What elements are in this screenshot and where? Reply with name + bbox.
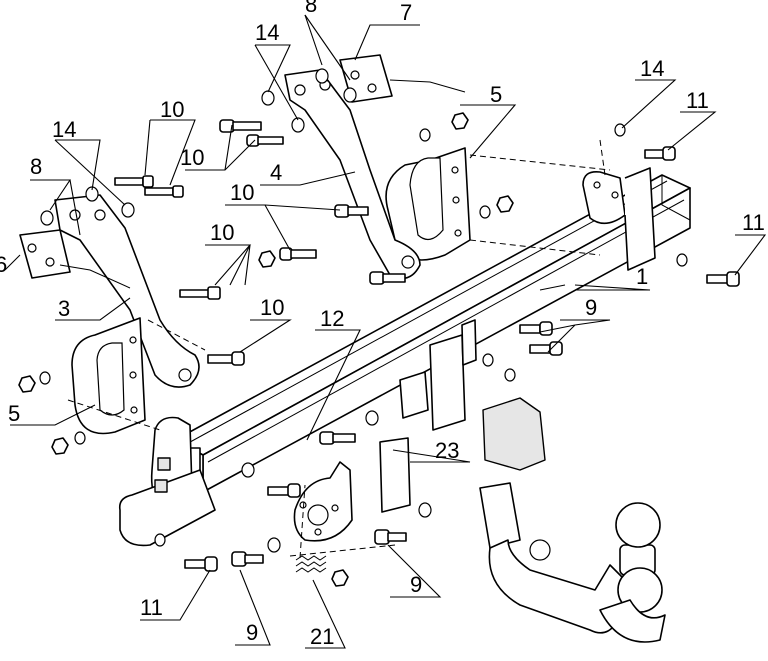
bolt <box>319 431 356 445</box>
nut <box>51 437 69 455</box>
spring <box>295 555 327 573</box>
callout-label-23: 23 <box>435 438 459 463</box>
bolt <box>279 247 317 261</box>
bolt <box>184 556 218 572</box>
bolt <box>207 351 245 366</box>
washer <box>614 123 626 137</box>
washer <box>261 90 275 106</box>
bolt <box>246 134 284 147</box>
washer <box>504 368 516 382</box>
callout-label-11-bottom: 11 <box>140 595 163 620</box>
bolt <box>334 204 369 218</box>
bolt <box>114 175 154 188</box>
callout-label-11-top: 11 <box>686 88 709 113</box>
callout-label-7: 7 <box>400 0 412 25</box>
callout-label-8-top: 8 <box>305 0 317 17</box>
bracket-7 <box>339 54 466 103</box>
bolt <box>529 341 563 356</box>
washer <box>343 87 357 103</box>
callout-label-3: 3 <box>58 296 70 321</box>
nut <box>331 569 349 587</box>
callout-label-10-a: 10 <box>160 97 184 122</box>
callout-label-10-e: 10 <box>260 295 284 320</box>
lower-fixing-plates <box>399 319 477 431</box>
end-bracket-right <box>582 167 656 271</box>
washer <box>40 210 54 226</box>
washer <box>676 253 688 267</box>
callout-label-14-top: 14 <box>255 20 279 45</box>
nut <box>258 250 276 268</box>
end-plate-left <box>118 416 216 547</box>
nut <box>18 375 36 393</box>
callout-label-14-right: 14 <box>640 56 664 81</box>
bolt <box>179 286 221 300</box>
callout-label-6: 6 <box>0 252 7 277</box>
bolt <box>519 321 553 336</box>
bolt <box>374 529 407 545</box>
callout-label-9-left: 9 <box>246 620 258 645</box>
washer <box>74 431 86 445</box>
bolt <box>644 146 676 161</box>
mounting-plate-right <box>385 147 471 261</box>
callout-label-5-lower: 5 <box>8 401 20 426</box>
washer <box>315 68 329 84</box>
nut <box>496 195 514 213</box>
towball-neck <box>479 397 666 643</box>
bolt <box>267 483 301 498</box>
callout-label-1: 1 <box>636 264 648 289</box>
washer <box>121 202 135 218</box>
callout-label-10-b: 10 <box>180 145 204 170</box>
side-arm-center <box>284 69 421 280</box>
nut <box>451 112 469 130</box>
callout-label-4: 4 <box>270 160 282 185</box>
washer <box>479 205 491 219</box>
fasteners <box>18 68 740 587</box>
bolt <box>144 185 184 198</box>
bolt <box>219 119 262 133</box>
callout-label-9-right: 9 <box>585 295 597 320</box>
bracket-6 <box>19 229 131 289</box>
bolt <box>231 551 264 567</box>
callout-label-8-left: 8 <box>30 154 42 179</box>
callout-labels: 1 3 4 5 5 6 7 8 8 9 9 9 10 10 10 10 10 1… <box>0 0 765 649</box>
callout-label-14-left: 14 <box>52 117 76 142</box>
washer <box>482 353 494 367</box>
leader-lines <box>4 14 767 649</box>
washer <box>365 410 379 426</box>
socket-bracket <box>293 437 411 542</box>
callout-label-5-upper: 5 <box>490 82 502 107</box>
callout-label-10-d: 10 <box>210 220 234 245</box>
washer <box>267 537 281 553</box>
assembly-guides <box>67 139 611 559</box>
callout-label-9-bottom: 9 <box>410 572 422 597</box>
mounting-plate-left <box>71 317 146 435</box>
callout-label-12: 12 <box>320 306 344 331</box>
side-arm-left <box>54 194 200 388</box>
washer <box>419 128 431 142</box>
washer <box>154 533 166 547</box>
bolt <box>369 271 406 285</box>
washer <box>291 117 305 133</box>
washer <box>39 371 51 385</box>
washer <box>418 502 432 518</box>
washer <box>241 462 255 478</box>
callout-label-10-c: 10 <box>230 180 254 205</box>
callout-label-21: 21 <box>310 624 334 649</box>
callout-label-11-right: 11 <box>742 210 765 235</box>
bolt <box>706 271 740 287</box>
